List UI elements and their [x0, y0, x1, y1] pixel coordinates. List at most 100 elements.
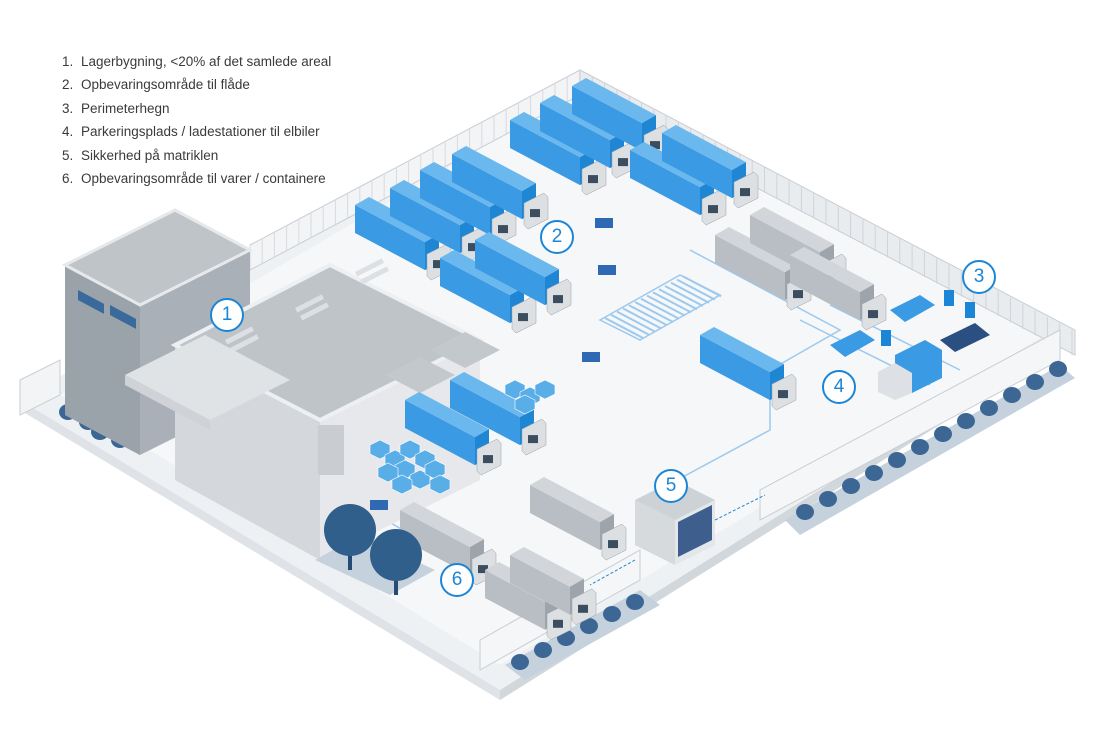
trailer-top: [450, 372, 534, 418]
pallet: [391, 474, 413, 495]
trailer-side: [405, 400, 475, 466]
car: [830, 330, 875, 357]
crosswalk-stripe: [676, 278, 716, 301]
marker-6: 6: [440, 563, 474, 597]
truck: [662, 125, 759, 209]
shrub: [819, 491, 837, 507]
trailer-side: [510, 120, 580, 186]
marker-2: 2: [540, 220, 574, 254]
cab-window: [618, 158, 628, 167]
trailer-side: [485, 570, 545, 630]
truck: [475, 232, 572, 316]
shrub: [1026, 374, 1044, 390]
forklift: [595, 218, 613, 228]
trailer-top: [405, 392, 489, 438]
trailer-top: [400, 502, 484, 548]
crosswalk-stripe: [604, 317, 644, 339]
forklift: [582, 352, 600, 362]
cab-window: [483, 455, 493, 464]
trailer-side: [390, 188, 460, 254]
crosswalk-stripe: [610, 313, 650, 336]
legend-number: 6.: [62, 171, 74, 187]
trailer-side: [662, 133, 732, 199]
cab-window: [518, 313, 528, 322]
truck: [715, 227, 812, 311]
legend-label: Lagerbygning, <20% af det samlede areal: [81, 54, 332, 69]
legend-number: 3.: [62, 100, 74, 116]
trailer-top: [790, 247, 874, 293]
trailer-side: [355, 205, 425, 271]
crosswalk-stripe: [628, 304, 668, 327]
marker-1: 1: [210, 298, 244, 332]
legend-number: 2.: [62, 77, 74, 93]
cab-window: [708, 205, 718, 214]
gate-barrier: [714, 494, 766, 521]
shrub-bed: [785, 365, 1075, 535]
crosswalk-stripe: [664, 285, 704, 307]
loading-docks: [385, 332, 500, 393]
shrub: [980, 400, 998, 416]
legend-item: 4.Parkeringsplads / ladestationer til el…: [62, 120, 331, 143]
trucks: [355, 78, 887, 641]
trailer-top: [715, 227, 799, 273]
trailer-top: [510, 547, 584, 587]
trailer-side: [540, 103, 610, 169]
shrub: [626, 594, 644, 610]
marker-5: 5: [654, 469, 688, 503]
trailer-top: [662, 125, 746, 171]
shrub: [911, 439, 929, 455]
legend: 1.Lagerbygning, <20% af det samlede area…: [62, 50, 331, 190]
pallets: [369, 379, 556, 495]
truck: [452, 146, 549, 230]
trailer-side: [475, 240, 545, 306]
cab-window: [553, 295, 563, 304]
shrub: [1049, 361, 1067, 377]
shrub: [796, 504, 814, 520]
marker-4: 4: [822, 370, 856, 404]
trailer-top: [452, 146, 536, 192]
legend-label: Opbevaringsområde til flåde: [81, 77, 250, 93]
cab-window: [530, 209, 540, 218]
legend-number: 5.: [62, 147, 74, 163]
truck: [530, 477, 627, 561]
trees: [315, 504, 435, 595]
crosswalk-stripes: [604, 275, 722, 339]
legend-item: 2. Opbevaringsområde til flåde: [62, 73, 331, 96]
cab-window: [868, 310, 878, 319]
trailer-side: [452, 154, 522, 220]
trailer-side: [530, 485, 600, 551]
charger-icon: [965, 302, 975, 318]
trailer-top: [750, 207, 834, 253]
trailer-side: [572, 86, 642, 152]
trailer-side: [400, 510, 470, 576]
trailer-top: [700, 327, 784, 373]
pallet: [429, 474, 451, 495]
legend-item: 1.Lagerbygning, <20% af det samlede area…: [62, 50, 331, 73]
cab-window: [498, 225, 508, 234]
truck: [440, 250, 537, 334]
cab-window: [553, 619, 563, 628]
trailer-top: [475, 232, 559, 278]
trailer-top: [572, 78, 656, 124]
legend-label: Sikkerhed på matriklen: [81, 147, 219, 163]
cab-window: [608, 540, 618, 549]
crosswalk-stripe: [634, 301, 674, 323]
crosswalk-stripe: [622, 307, 662, 330]
cab-window: [740, 188, 750, 197]
charger-icon: [944, 290, 954, 306]
shrub: [842, 478, 860, 494]
legend-number: 4.: [62, 124, 74, 140]
cab-window: [578, 604, 588, 613]
cab-window: [433, 260, 443, 269]
cab-window: [468, 243, 478, 252]
shrub: [534, 642, 552, 658]
shrub: [934, 426, 952, 442]
crosswalk-stripe: [646, 294, 686, 317]
trailer-side: [510, 555, 570, 615]
truck: [510, 547, 597, 626]
legend-item: 5. Sikkerhed på matriklen: [62, 144, 331, 167]
trailer-top: [440, 250, 524, 296]
crosswalk-stripe: [640, 297, 680, 320]
crosswalk-stripe: [652, 291, 692, 314]
shrub: [865, 465, 883, 481]
